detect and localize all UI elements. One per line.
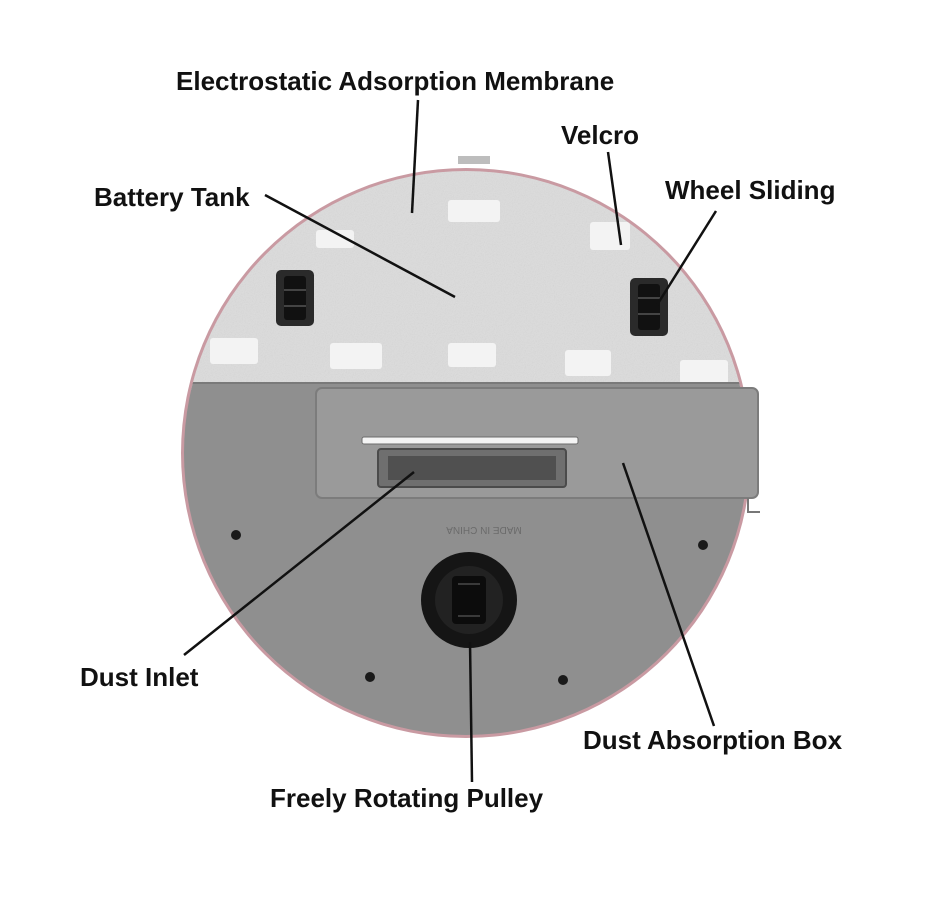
screw-hole xyxy=(365,672,375,682)
label-dust-inlet: Dust Inlet xyxy=(80,662,199,692)
velcro-patch xyxy=(330,343,382,369)
leader-lines xyxy=(183,99,718,783)
right-wheel xyxy=(630,278,668,336)
molded-text: MADE IN CHINA xyxy=(446,524,522,535)
velcro-patch xyxy=(590,222,630,250)
rim-notch xyxy=(458,156,490,164)
velcro-patch xyxy=(448,200,500,222)
leader-battery xyxy=(264,193,456,299)
velcro-patch xyxy=(316,230,354,248)
leader-velcro xyxy=(606,151,623,246)
label-battery-tank: Battery Tank xyxy=(94,182,250,212)
label-dust-absorption-box: Dust Absorption Box xyxy=(583,725,843,755)
label-freely-rotating-pulley: Freely Rotating Pulley xyxy=(270,783,544,813)
screw-hole xyxy=(231,530,241,540)
label-wheel-sliding: Wheel Sliding xyxy=(665,175,836,205)
velcro-patch xyxy=(565,350,611,376)
leader-pulley xyxy=(468,641,474,783)
leader-inlet xyxy=(183,471,415,656)
screw-hole xyxy=(698,540,708,550)
leader-membrane xyxy=(410,99,420,214)
leader-wheel xyxy=(655,210,718,306)
screw-hole xyxy=(558,675,568,685)
label-velcro: Velcro xyxy=(561,120,640,150)
pulley-wheel xyxy=(421,552,517,648)
label-membrane: Electrostatic Adsorption Membrane xyxy=(176,66,615,96)
leader-box xyxy=(621,462,716,727)
dust-box-step xyxy=(747,498,760,513)
dust-inlet-opening xyxy=(388,456,556,480)
velcro-patch xyxy=(448,343,496,367)
velcro-patch xyxy=(680,360,728,384)
left-wheel xyxy=(276,270,314,326)
dust-inlet-highlight xyxy=(361,436,579,445)
velcro-patch xyxy=(210,338,258,364)
